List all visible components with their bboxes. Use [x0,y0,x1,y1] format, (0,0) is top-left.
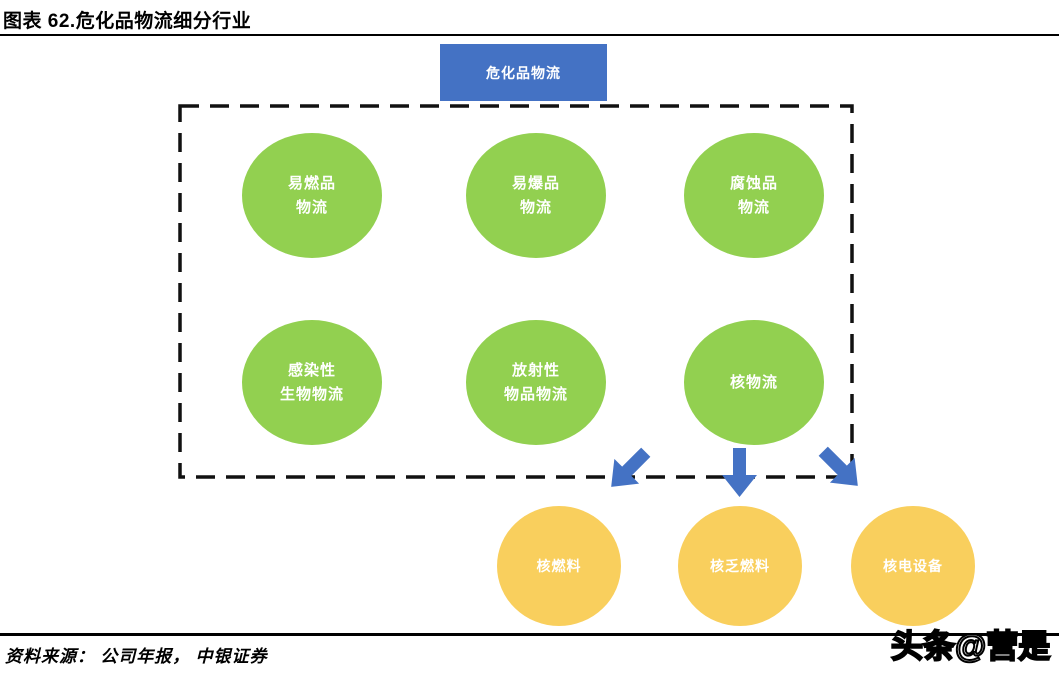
node-spent-nuclear-fuel: 核乏燃料 [678,506,802,626]
arrow-down-right-icon [818,446,858,486]
source-note: 资料来源： 公司年报， 中银证券 [5,647,268,666]
arrow-down-icon [722,448,757,497]
node-explosive-logistics: 易爆品 物流 [466,133,606,258]
node-radioactive-goods-logistics: 放射性 物品物流 [466,320,606,445]
dashed-group-border [178,104,854,479]
title-divider-line [0,34,1059,36]
node-nuclear-logistics: 核物流 [684,320,824,445]
arrow-down-left-icon [611,447,651,487]
node-flammable-logistics: 易燃品 物流 [242,133,382,258]
node-infectious-bio-logistics: 感染性 生物物流 [242,320,382,445]
node-corrosive-logistics: 腐蚀品 物流 [684,133,824,258]
toutiao-watermark: 头条@营是 [890,627,1051,665]
figure-title: 图表 62.危化品物流细分行业 [3,11,252,32]
node-nuclear-fuel: 核燃料 [497,506,621,626]
source-divider-line [0,633,1059,636]
node-nuclear-power-equipment: 核电设备 [851,506,975,626]
root-node-hazardous-chemicals-logistics: 危化品物流 [440,44,607,101]
